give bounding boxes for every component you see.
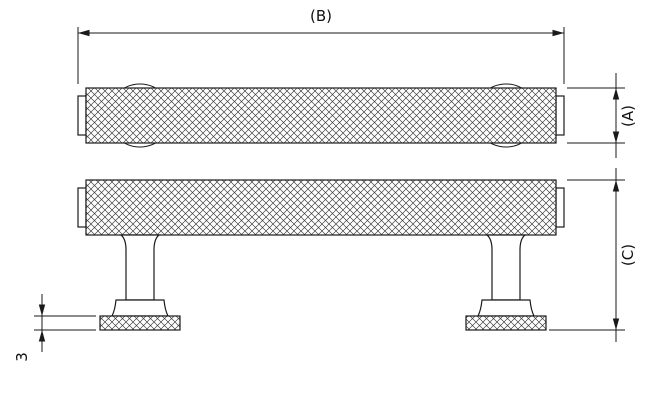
bar-end-cap-right	[555, 95, 565, 136]
post-right-base	[465, 315, 547, 331]
dimension-3-label: 3	[13, 352, 31, 362]
knurled-bar-front	[85, 179, 557, 236]
post-left-base	[99, 315, 181, 331]
dimension-B-label: (B)	[310, 7, 332, 25]
dimension-base-thickness: 3	[13, 294, 96, 362]
post-right	[465, 234, 547, 331]
top-view	[77, 83, 565, 148]
post-left-foot	[111, 299, 169, 317]
post-right-stem	[485, 234, 527, 301]
post-left	[99, 234, 181, 331]
dimension-overall-height: (C)	[549, 168, 637, 342]
dimension-bar-diameter: (A)	[567, 73, 637, 158]
bar-end-cap-left	[77, 95, 87, 136]
dimension-C-label: (C)	[619, 244, 637, 266]
dimension-overall-length: (B)	[77, 7, 565, 84]
bar-end-cap-left-front	[77, 187, 87, 228]
dimension-A-label: (A)	[619, 105, 637, 127]
post-right-foot	[477, 299, 535, 317]
post-left-stem	[119, 234, 161, 301]
bar-end-cap-right-front	[555, 187, 565, 228]
knurled-bar-top	[85, 87, 557, 144]
front-view	[77, 179, 565, 331]
